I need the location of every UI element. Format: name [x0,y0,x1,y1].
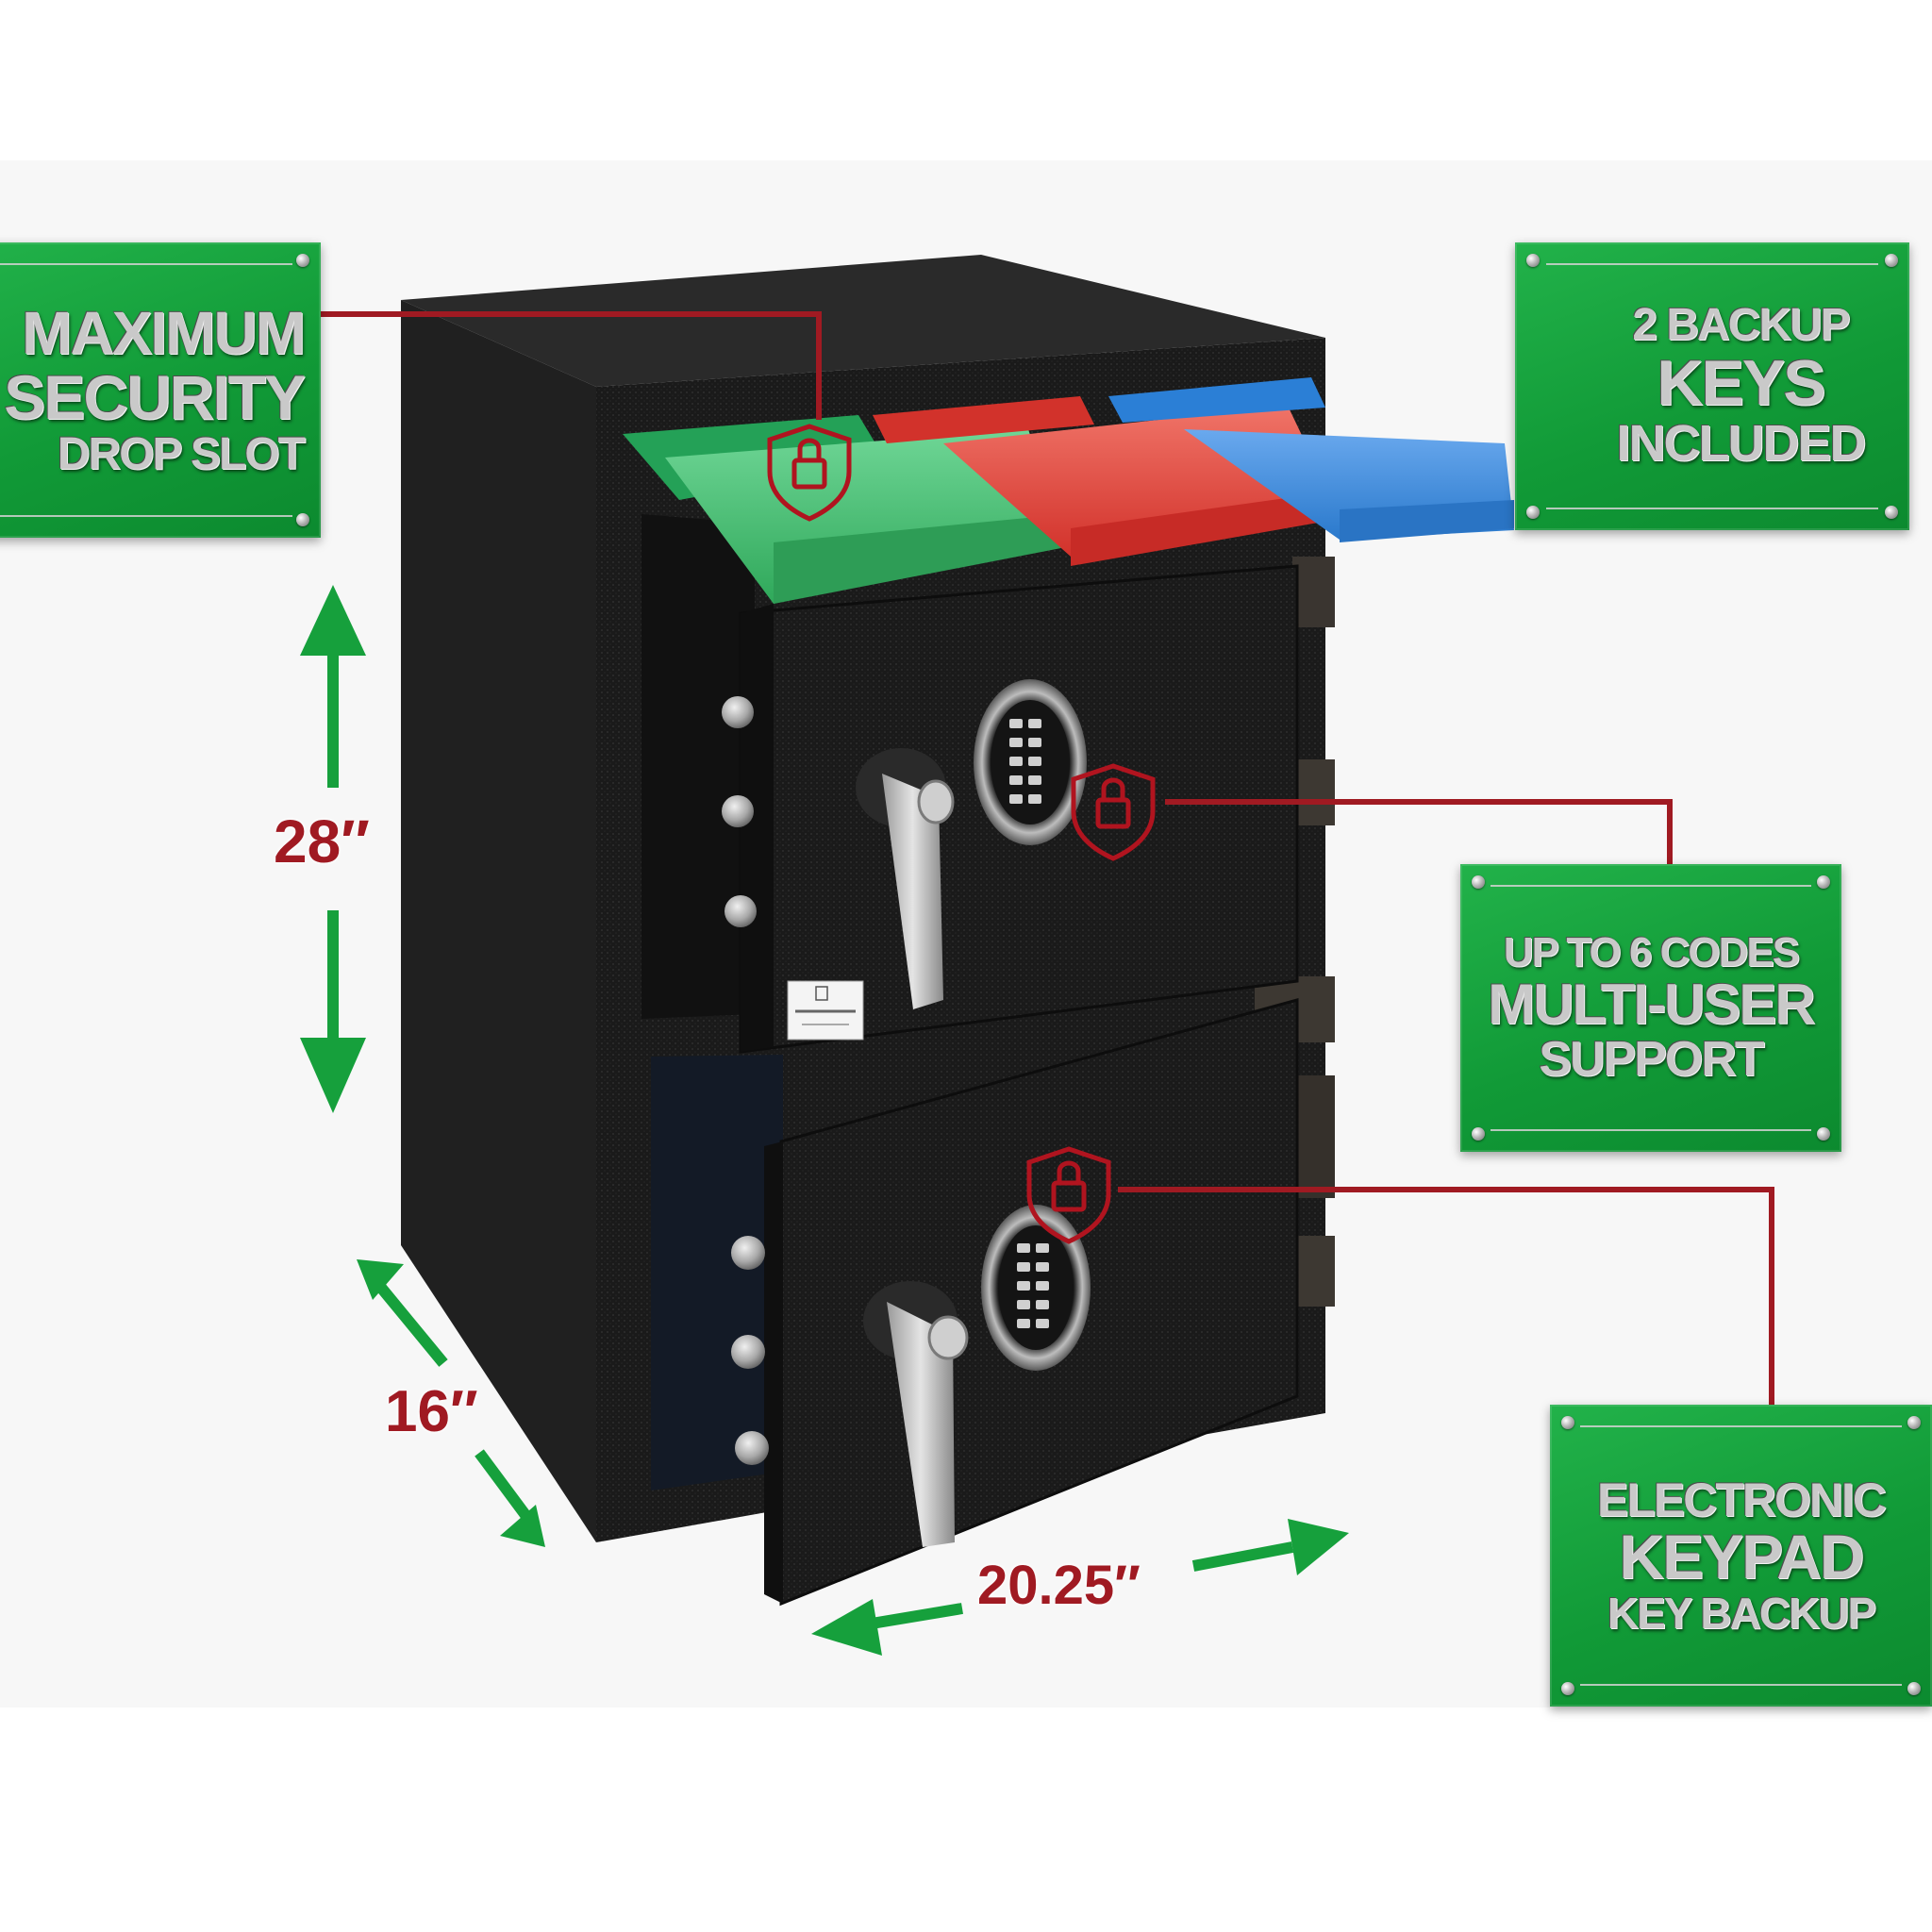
plaque-line: KEYS [1657,346,1825,419]
feature-plaque-security: MAXIMUM SECURITY DROP SLOT [0,242,321,538]
screw-icon [296,254,309,267]
drop-slot-blue [1108,377,1514,542]
plaque-line: MULTI-USER [1488,972,1816,1036]
plaque-line: INCLUDED [1616,415,1867,473]
dimension-height-label: 28″ [274,808,370,875]
dimension-width-label: 20.25″ [977,1555,1141,1616]
drop-slot-green [623,415,1066,604]
upper-keypad [974,679,1087,845]
screw-icon [1561,1416,1574,1429]
plaque-line: MAXIMUM [22,299,306,368]
upper-handle [856,748,955,1009]
lower-handle [863,1281,969,1547]
plaque-line: KEY BACKUP [1607,1588,1876,1638]
screw-icon [1472,1127,1485,1141]
screw-icon [1472,875,1485,889]
screw-icon [1885,506,1898,519]
padlock-shield-icon [767,424,852,522]
screw-icon [296,513,309,526]
screw-icon [1885,254,1898,267]
plaque-line: ELECTRONIC [1597,1473,1887,1526]
screw-icon [1817,875,1830,889]
feature-plaque-codes: UP TO 6 CODES MULTI-USER SUPPORT [1460,864,1841,1152]
screw-icon [1526,254,1540,267]
feature-plaque-keypad: ELECTRONIC KEYPAD KEY BACKUP [1550,1405,1932,1707]
model-label [787,980,864,1041]
lower-keypad [981,1205,1091,1371]
screw-icon [1907,1416,1921,1429]
dimension-depth-label: 16″ [385,1379,478,1444]
callout-leader-lines [321,311,1774,1405]
plaque-line: SECURITY [4,362,306,433]
feature-plaque-keys: 2 BACKUP KEYS INCLUDED [1515,242,1909,530]
plaque-line: KEYPAD [1619,1522,1864,1592]
plaque-line: SUPPORT [1539,1031,1764,1087]
safe-top-face [401,255,1325,387]
safe-side-face [401,300,596,1542]
padlock-shield-icon [1026,1146,1111,1244]
screw-icon [1907,1682,1921,1695]
door-bolts-lower [731,1236,769,1465]
plaque-line: 2 BACKUP [1632,300,1850,351]
screw-icon [1561,1682,1574,1695]
padlock-shield-icon [1071,763,1156,861]
plaque-line: UP TO 6 CODES [1503,928,1800,975]
screw-icon [1526,506,1540,519]
door-bolts-upper [722,696,757,927]
plaque-line: DROP SLOT [57,428,306,479]
screw-icon [1817,1127,1830,1141]
double-arrow-icon [300,585,1349,1656]
